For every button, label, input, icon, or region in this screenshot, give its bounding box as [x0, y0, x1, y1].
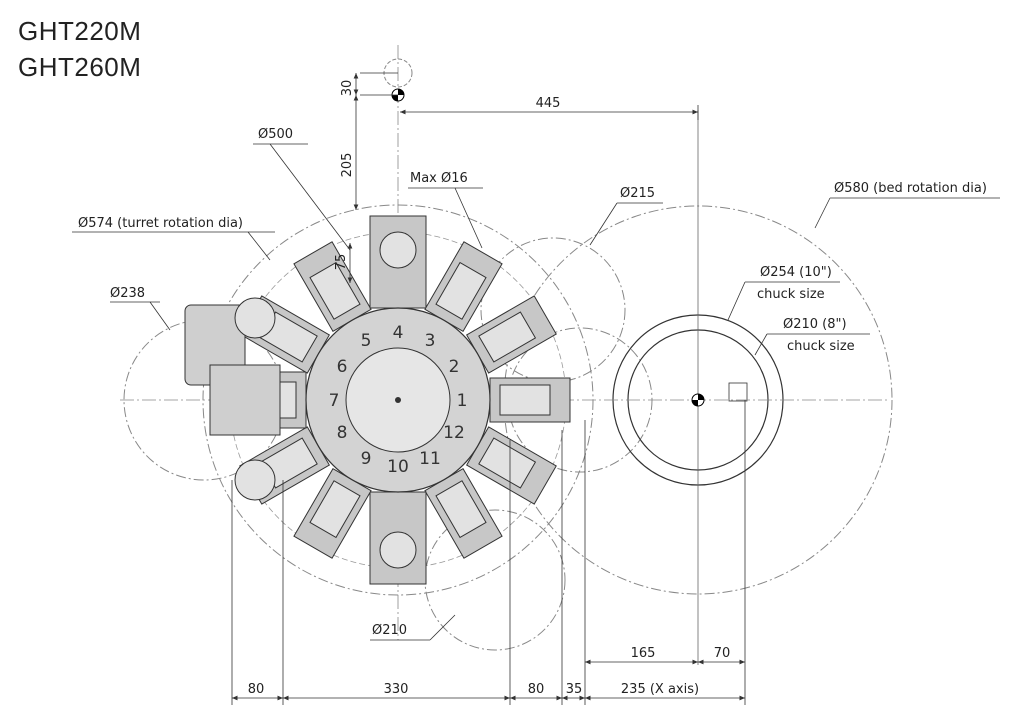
dim-35: 35 — [566, 682, 583, 697]
label-d215: Ø215 — [620, 186, 655, 201]
label-d254: Ø254 (10") — [760, 265, 832, 280]
station-7: 7 — [329, 391, 340, 411]
label-chuck2: chuck size — [787, 339, 855, 354]
dim-235: 235 (X axis) — [621, 682, 699, 697]
center-marker-chuck — [691, 393, 705, 407]
station-6: 6 — [337, 357, 348, 377]
station-2: 2 — [449, 357, 460, 377]
dim-330: 330 — [384, 682, 409, 697]
model-title-2: GHT260M — [18, 52, 142, 82]
label-d210-8: Ø210 (8") — [783, 317, 847, 332]
label-d210: Ø210 — [372, 623, 407, 638]
dim-445: 445 — [536, 96, 561, 111]
label-d500: Ø500 — [258, 127, 293, 142]
dim-30: 30 — [340, 80, 355, 97]
station-11: 11 — [419, 449, 441, 469]
station-12: 12 — [443, 423, 465, 443]
dim-205: 205 — [340, 153, 355, 178]
dim-80a: 80 — [248, 682, 265, 697]
label-max16: Max Ø16 — [410, 171, 468, 186]
station-3: 3 — [425, 331, 436, 351]
station-9: 9 — [361, 449, 372, 469]
station-8: 8 — [337, 423, 348, 443]
station-numbers: 1 2 3 4 5 6 7 8 9 10 11 12 — [329, 323, 468, 477]
label-d580: Ø580 (bed rotation dia) — [834, 181, 987, 196]
dim-80b: 80 — [528, 682, 545, 697]
station-10: 10 — [387, 457, 409, 477]
dim-165: 165 — [631, 646, 656, 661]
station-5: 5 — [361, 331, 372, 351]
station-1: 1 — [457, 391, 468, 411]
workpiece-square — [728, 382, 748, 402]
left-holders — [184, 297, 281, 501]
label-d574: Ø574 (turret rotation dia) — [78, 216, 243, 231]
station-4: 4 — [393, 323, 404, 343]
model-title-1: GHT220M — [18, 16, 142, 46]
dim-75: 75 — [334, 254, 349, 271]
label-d238: Ø238 — [110, 286, 145, 301]
label-chuck1: chuck size — [757, 287, 825, 302]
dim-70: 70 — [714, 646, 731, 661]
